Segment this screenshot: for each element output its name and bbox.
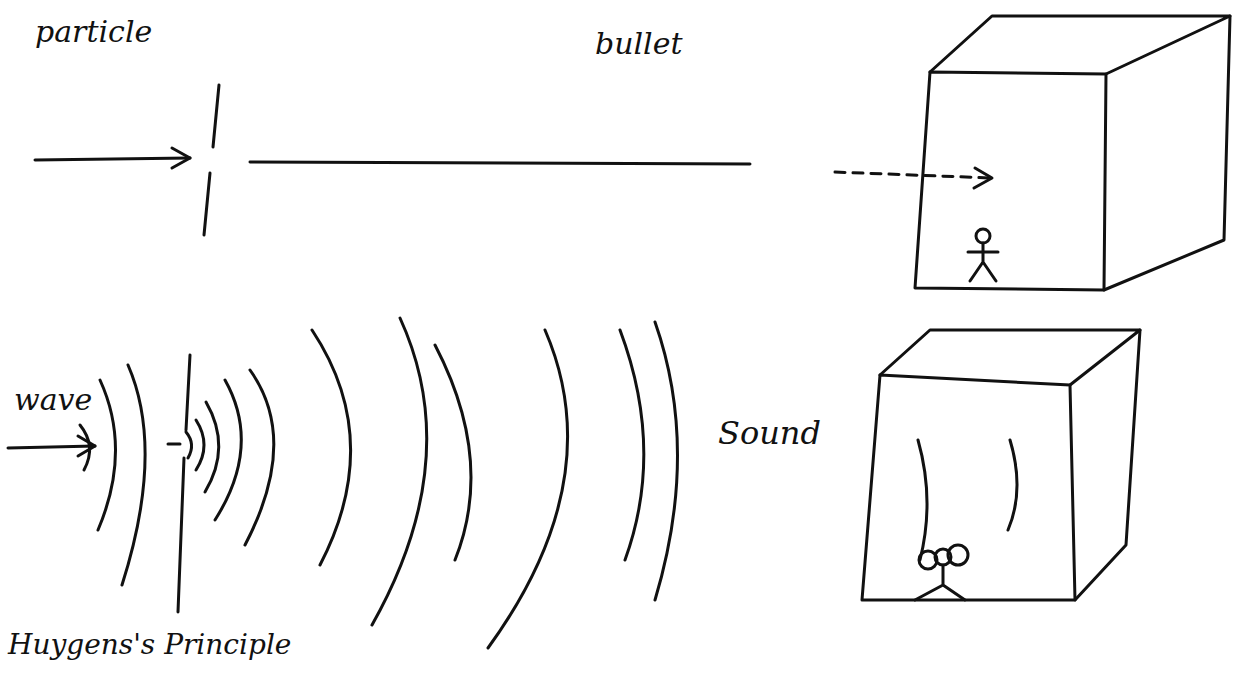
wave-front: [488, 330, 568, 648]
arrow-line: [35, 158, 190, 160]
barrier: [204, 173, 210, 235]
figure-head: [976, 229, 990, 243]
barrier: [178, 458, 184, 612]
wave-front: [1008, 440, 1017, 530]
wave-front: [215, 380, 241, 520]
wave-front: [918, 440, 927, 560]
box-front: [862, 375, 1075, 600]
wave-front: [80, 425, 90, 470]
stick-figure: [915, 565, 965, 600]
box-top: [880, 330, 1140, 385]
wave-front: [655, 322, 678, 600]
wave-front: [372, 318, 427, 625]
wave-front: [205, 402, 219, 492]
wave-front: [186, 432, 192, 458]
wave-front: [312, 330, 351, 565]
label-text: wave: [14, 382, 92, 418]
label-text: bullet: [595, 26, 683, 62]
box-side: [1104, 16, 1230, 290]
wave-front: [196, 420, 204, 470]
box-top: [930, 16, 1230, 74]
label-text: particle: [35, 14, 152, 50]
wave-front: [98, 380, 116, 530]
principle-label: Huygens's Principle: [8, 628, 291, 662]
wave-front: [620, 330, 644, 560]
wave-front: [245, 370, 274, 545]
box-side: [1075, 330, 1140, 600]
label-text: Sound: [718, 414, 821, 452]
wave-front: [122, 365, 145, 585]
figure-ear: [948, 545, 968, 565]
dashed-arrow: [835, 172, 990, 178]
barrier: [213, 85, 219, 147]
arrow-head: [172, 148, 190, 168]
arrow-line: [8, 446, 95, 448]
stick-figure: [968, 243, 998, 281]
trajectory-line: [250, 162, 750, 164]
slit-mark: [168, 443, 180, 446]
wave-front: [435, 345, 471, 560]
barrier: [186, 355, 190, 430]
box-front: [915, 72, 1106, 290]
arrow-head: [974, 168, 992, 188]
